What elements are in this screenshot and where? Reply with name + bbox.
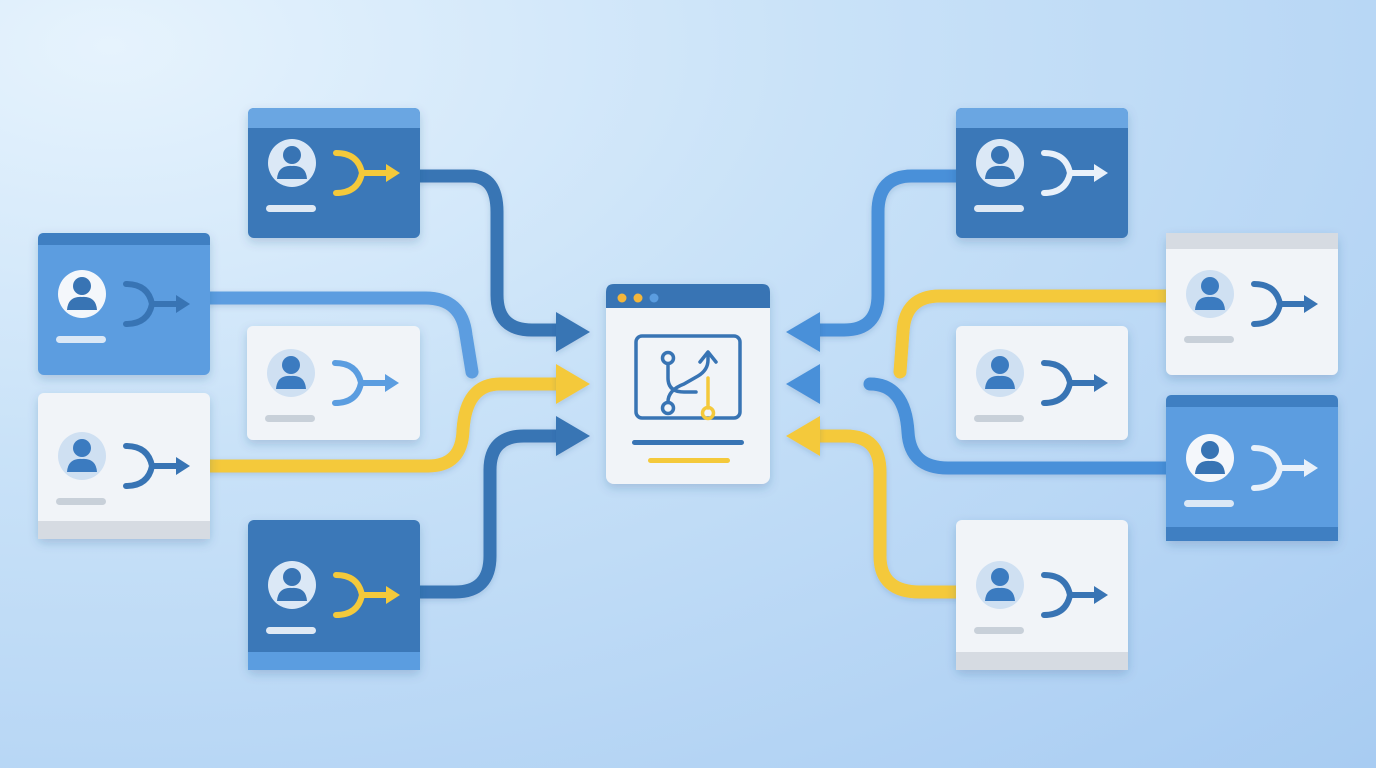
connector-left-top: [413, 169, 569, 337]
source-card-right-upper[interactable]: [1166, 233, 1338, 375]
window-dot-yellow-2: [633, 293, 643, 303]
source-card-left-top[interactable]: [248, 108, 420, 238]
connector-left-upper: [203, 291, 479, 379]
hub-text-line-accent: [648, 458, 730, 463]
user-avatar-icon: [976, 139, 1024, 187]
window-dot-blue: [649, 293, 659, 303]
branch-merge-icon: [1041, 150, 1108, 196]
git-merge-icon: [634, 334, 742, 421]
connector-right-top: [809, 169, 965, 337]
source-card-left-lower[interactable]: [38, 393, 210, 539]
arrowhead-right-bottom: [786, 416, 820, 456]
card-text-lines: [265, 415, 315, 422]
card-text-lines: [1184, 336, 1234, 343]
user-avatar-icon: [1186, 434, 1234, 482]
branch-merge-icon: [333, 572, 400, 618]
source-card-right-lower[interactable]: [1166, 395, 1338, 541]
arrowhead-right-middle: [786, 364, 820, 404]
branch-merge-icon: [123, 281, 190, 327]
branch-merge-icon: [1251, 281, 1318, 327]
branch-merge-icon: [123, 443, 190, 489]
user-avatar-icon: [1186, 270, 1234, 318]
arrowhead-left-bottom: [556, 416, 590, 456]
card-text-lines: [974, 415, 1024, 422]
user-avatar-icon: [267, 349, 315, 397]
branch-merge-icon: [1041, 360, 1108, 406]
card-text-lines: [266, 627, 316, 634]
card-text-lines: [974, 205, 1024, 212]
source-card-right-top[interactable]: [956, 108, 1128, 238]
connectors: [203, 169, 1173, 599]
connector-right-upper: [893, 289, 1173, 379]
card-text-lines: [266, 205, 316, 212]
user-avatar-icon: [268, 139, 316, 187]
source-card-right-middle[interactable]: [956, 326, 1128, 440]
user-avatar-icon: [58, 270, 106, 318]
branch-merge-icon: [1041, 572, 1108, 618]
source-card-left-upper[interactable]: [38, 233, 210, 375]
connector-right-bottom: [809, 429, 965, 599]
card-text-lines: [974, 627, 1024, 634]
source-card-left-middle[interactable]: [247, 326, 420, 440]
arrowhead-left-middle: [556, 364, 590, 404]
user-avatar-icon: [58, 432, 106, 480]
branch-merge-icon: [332, 360, 399, 406]
arrowheads: [556, 312, 820, 456]
card-text-lines: [56, 336, 106, 343]
cards-layer: [38, 108, 1338, 670]
user-avatar-icon: [268, 561, 316, 609]
merge-hub-window[interactable]: [606, 284, 770, 484]
source-card-left-bottom[interactable]: [248, 520, 420, 670]
hub-text-line: [632, 440, 744, 445]
arrowhead-right-top: [786, 312, 820, 352]
user-avatar-icon: [976, 349, 1024, 397]
branch-merge-icon: [333, 150, 400, 196]
arrowhead-left-top: [556, 312, 590, 352]
card-text-lines: [1184, 500, 1234, 507]
connector-left-bottom: [413, 429, 569, 599]
branch-merge-icon: [1251, 445, 1318, 491]
window-dot-yellow: [617, 293, 627, 303]
source-card-right-bottom[interactable]: [956, 520, 1128, 670]
card-text-lines: [56, 498, 106, 505]
user-avatar-icon: [976, 561, 1024, 609]
